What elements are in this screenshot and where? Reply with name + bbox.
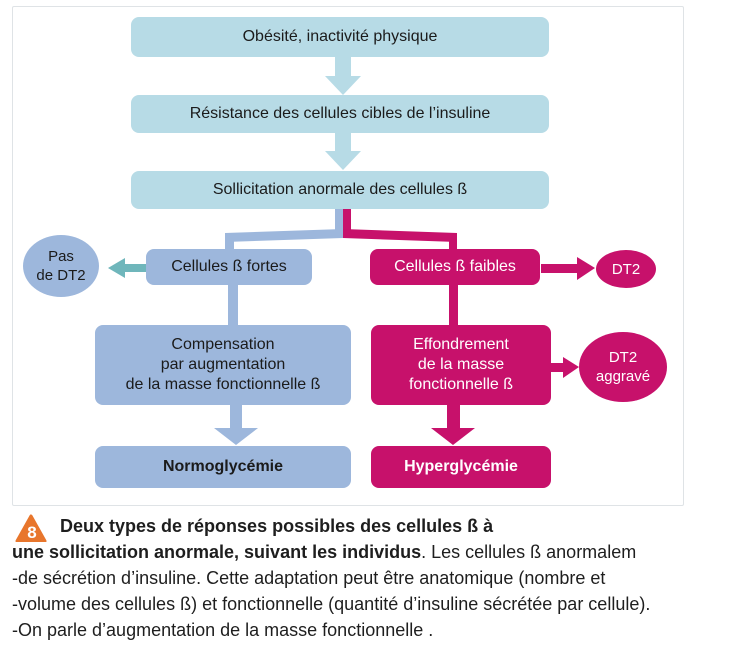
link-strong-to-compensation — [228, 285, 238, 325]
ellipse-dt2-worse: DT2 aggravé — [579, 332, 667, 402]
caption-line-2: -de sécrétion d’insuline. Cette adaptati… — [12, 568, 606, 588]
ellipse-dt2: DT2 — [596, 250, 656, 288]
box-hyperglycemia: Hyperglycémie — [371, 446, 551, 488]
diagram-frame: Obésité, inactivité physique Résistance … — [12, 6, 684, 506]
box-collapse: Effondrement de la masse fonctionnelle ß — [371, 325, 551, 405]
box-normoglycemia: Normoglycémie — [95, 446, 351, 488]
ellipse-no-dt2: Pas de DT2 — [23, 235, 99, 297]
arrow-weak-to-dt2 — [541, 257, 595, 280]
arrow-resistance-to-solicitation — [325, 133, 361, 170]
caption-line-1: une sollicitation anormale, suivant les … — [12, 540, 636, 564]
caption-line1-text: . Les cellules ß anormalem — [421, 542, 637, 562]
arrow-collapse-to-hyperglycemia — [431, 405, 475, 445]
figure-number-badge: 8 — [15, 514, 47, 542]
box-weak-cells: Cellules ß faibles — [370, 249, 540, 285]
caption-line-4: -On parle d’augmentation de la masse fon… — [12, 620, 434, 640]
box-obesity: Obésité, inactivité physique — [131, 17, 549, 57]
link-weak-to-collapse — [449, 285, 458, 325]
box-solicitation: Sollicitation anormale des cellules ß — [131, 171, 549, 209]
arrow-strong-to-no-dt2 — [108, 258, 148, 278]
box-compensation: Compensation par augmentation de la mass… — [95, 325, 351, 405]
flow-links — [108, 57, 595, 445]
arrow-collapse-to-dt2-worse — [550, 357, 579, 378]
box-strong-cells: Cellules ß fortes — [146, 249, 312, 285]
box-resistance: Résistance des cellules cibles de l’insu… — [131, 95, 549, 133]
branch-strong — [225, 209, 343, 251]
arrow-obesity-to-resistance — [325, 57, 361, 95]
caption-title-part1: Deux types de réponses possibles des cel… — [60, 516, 494, 536]
caption-title-part2: une sollicitation anormale, suivant les … — [12, 542, 422, 562]
figure-number: 8 — [27, 523, 36, 542]
caption-line-3: -volume des cellules ß) et fonctionnelle… — [12, 594, 651, 614]
arrow-compensation-to-normoglycemia — [214, 405, 258, 445]
branch-weak — [343, 209, 457, 251]
